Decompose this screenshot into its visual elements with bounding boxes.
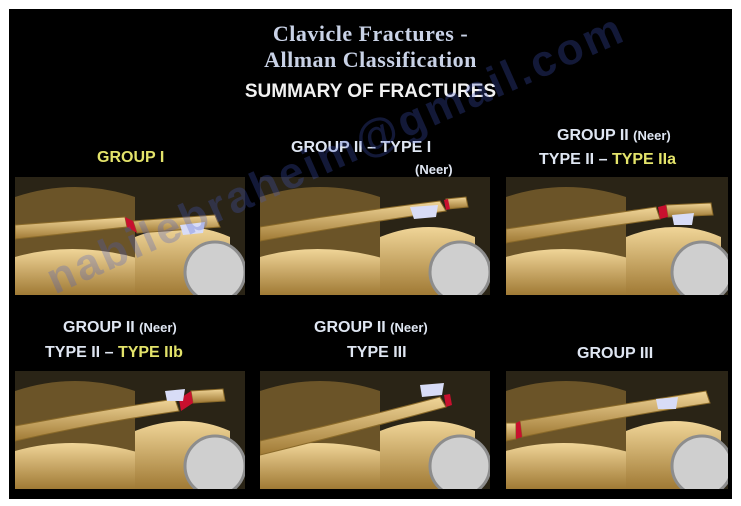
panel-5-illustration (260, 371, 490, 489)
panel-2-dash: – (367, 139, 376, 156)
title-line-1: Clavicle Fractures - (9, 21, 732, 47)
panel-4-neer: (Neer) (139, 320, 177, 335)
panel-3-dash: – (599, 151, 608, 168)
shoulder-illustration (15, 371, 245, 489)
panel-4-group: GROUP II (63, 319, 135, 336)
panel-5-group: GROUP II (314, 319, 386, 336)
slide: Clavicle Fractures - Allman Classificati… (9, 9, 732, 499)
panel-2-illustration (260, 177, 490, 295)
shoulder-illustration (506, 371, 728, 489)
panel-5-label-line1: GROUP II (Neer) (314, 319, 428, 337)
panel-1-illustration (15, 177, 245, 295)
shoulder-illustration (506, 177, 728, 295)
subtitle: SUMMARY OF FRACTURES (9, 81, 732, 103)
shoulder-illustration (15, 177, 245, 295)
panel-3-subtype: TYPE IIa (612, 151, 676, 168)
panel-3-type: TYPE II (539, 151, 594, 168)
panel-4-subtype: TYPE IIb (118, 344, 183, 361)
panel-6-illustration (506, 371, 732, 489)
panel-4-type: TYPE II (45, 344, 100, 361)
panel-4-label-line2: TYPE II – TYPE IIb (45, 344, 183, 362)
panel-1-label: GROUP I (97, 149, 164, 167)
panel-3-label-line1: GROUP II (Neer) (557, 127, 671, 145)
title-line-2: Allman Classification (9, 47, 732, 73)
panel-4-label-line1: GROUP II (Neer) (63, 319, 177, 337)
panel-3-illustration (506, 177, 732, 295)
panel-2-type: TYPE I (381, 139, 432, 156)
shoulder-illustration (260, 371, 490, 489)
panel-3-label-line2: TYPE II – TYPE IIa (539, 151, 676, 169)
panel-5-neer: (Neer) (390, 320, 428, 335)
panel-2-label-line1: GROUP II – TYPE I (291, 139, 431, 157)
panel-5-type: TYPE III (347, 344, 407, 362)
panel-6-label: GROUP III (577, 345, 653, 363)
shoulder-illustration (260, 177, 490, 295)
panel-3-group: GROUP II (557, 127, 629, 144)
panel-3-neer: (Neer) (633, 128, 671, 143)
panel-2-group: GROUP II (291, 139, 363, 156)
panel-4-illustration (15, 371, 245, 489)
panel-4-dash: – (105, 344, 114, 361)
